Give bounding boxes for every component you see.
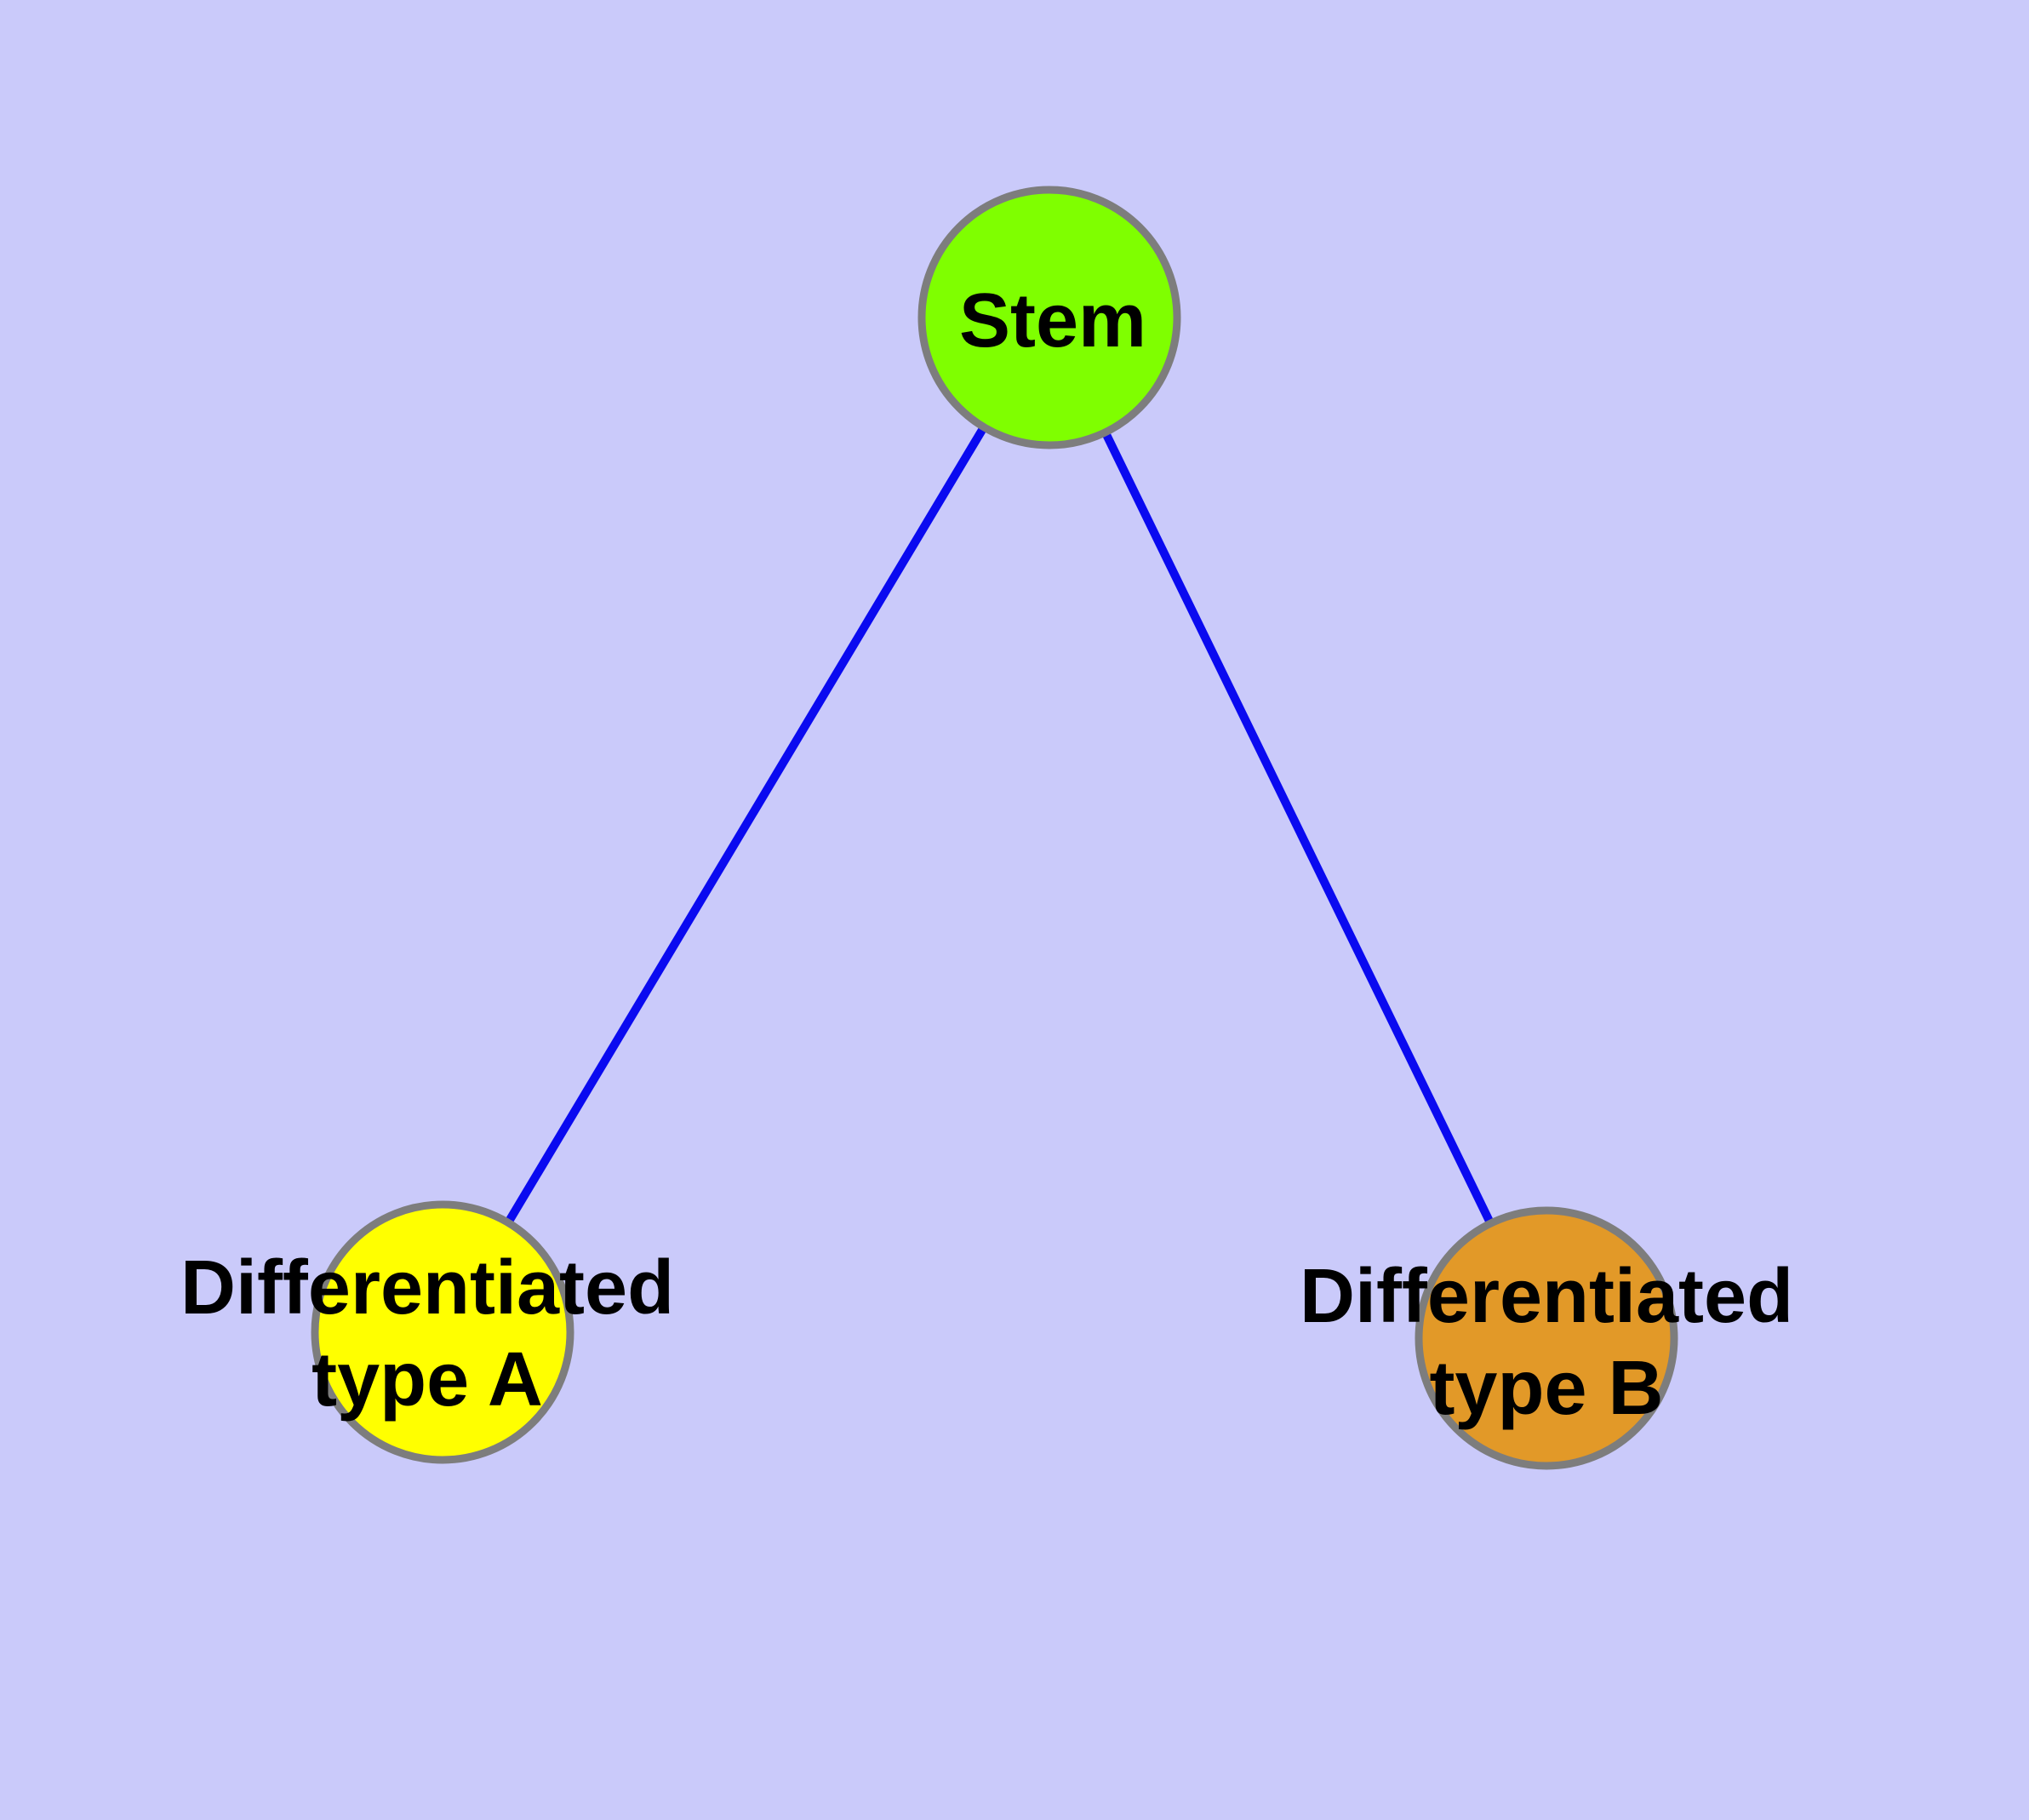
edge-stem-to-type-b <box>1045 315 1551 1341</box>
node-type-b[interactable] <box>1415 1206 1678 1470</box>
node-type-a[interactable] <box>311 1200 574 1464</box>
node-stem[interactable] <box>917 186 1181 449</box>
edge-stem-to-type-a <box>438 315 1054 1335</box>
